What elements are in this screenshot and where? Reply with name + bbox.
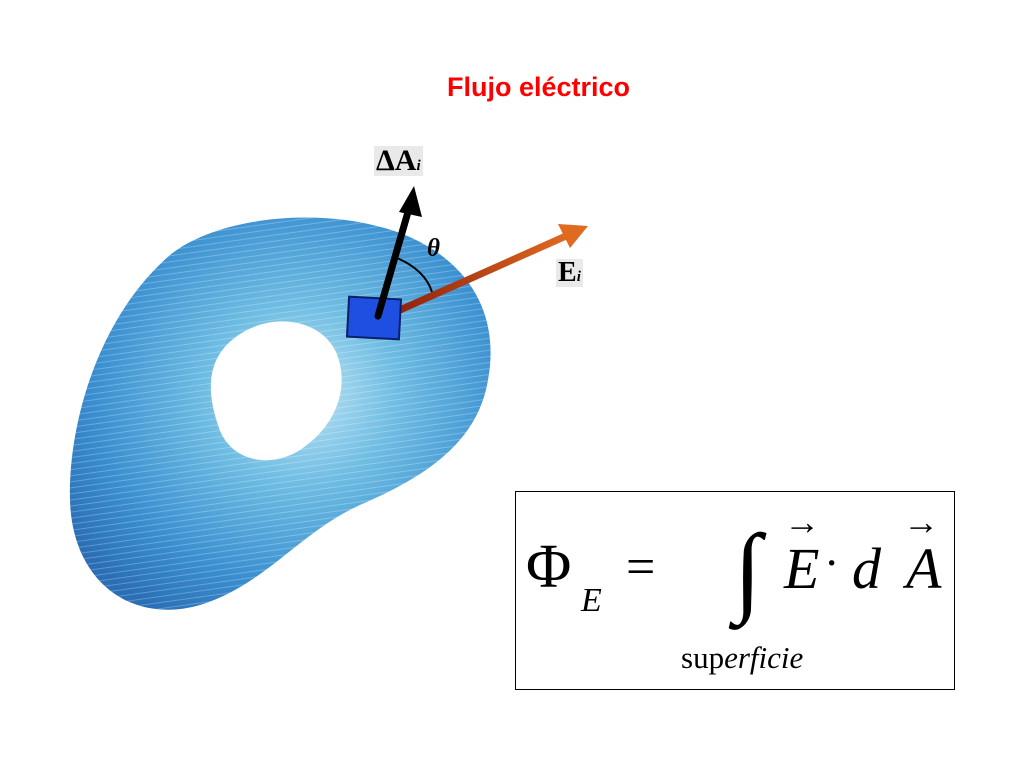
field-arrow-head — [558, 224, 588, 248]
flux-subscript: E — [581, 582, 602, 619]
field-arrow-line — [378, 232, 570, 322]
integral-limit-italic: erficie — [724, 640, 804, 675]
normal-arrow-head — [399, 186, 422, 217]
field-vector-symbol: E — [558, 257, 577, 288]
normal-arrow-line — [374, 201, 414, 320]
vector-arrow-e: → — [784, 502, 820, 542]
equals-sign: = — [626, 539, 656, 596]
differential: d — [852, 536, 881, 601]
flux-symbol: Φ — [526, 533, 572, 601]
field-vector-subscript: i — [576, 269, 581, 285]
vector-arrow-a: → — [903, 502, 939, 542]
flux-formula-box: Φ E = ∫ → E · d → A superficie — [515, 491, 955, 690]
field-vector: E — [784, 536, 820, 601]
angle-label: θ — [427, 235, 440, 262]
integral-limit-upright: sup — [681, 640, 725, 675]
dot-product: · — [824, 537, 840, 588]
integral-sign: ∫ — [734, 514, 762, 625]
area-vector-subscript: i — [416, 158, 421, 174]
integral-limit: superficie — [681, 642, 803, 673]
area-vector-label: ΔAi — [374, 146, 423, 176]
area-element — [345, 295, 403, 341]
field-vector-label: Ei — [556, 259, 583, 287]
slide-title: Flujo eléctrico — [447, 72, 631, 102]
angle-arc — [396, 257, 433, 293]
area-vector: A — [906, 536, 942, 601]
area-vector-symbol: ΔA — [376, 144, 417, 177]
